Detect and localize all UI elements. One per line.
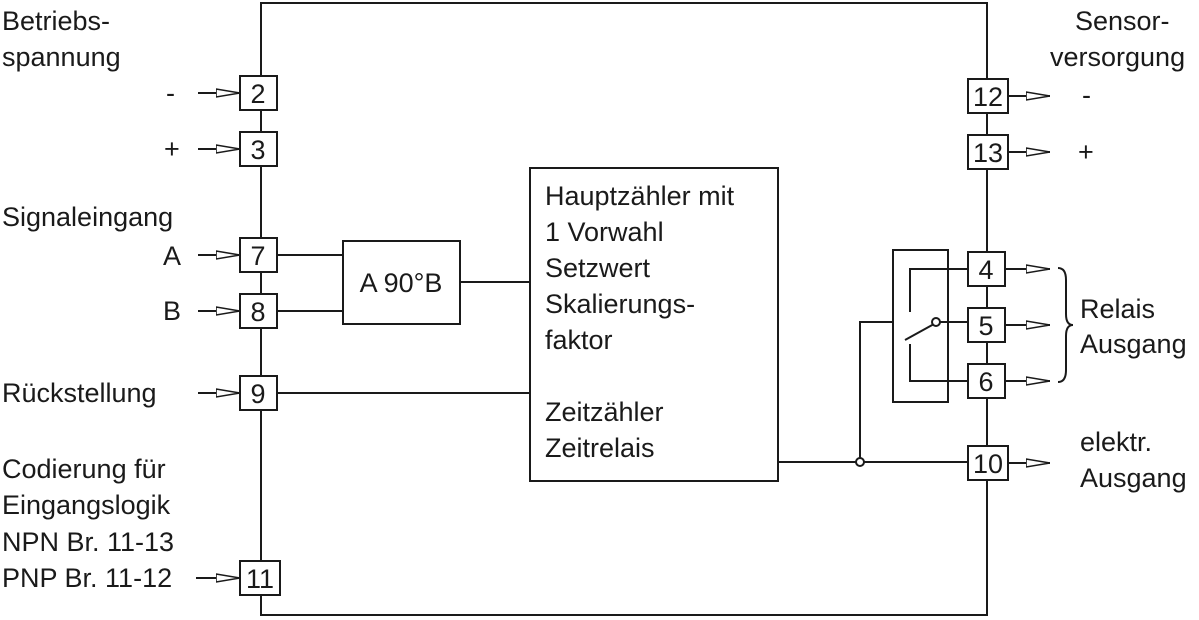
terminal-2 [239,75,278,111]
reset-label: Rückstellung [2,378,157,408]
relay-switch-blade [904,323,935,341]
elec-label-line1: elektr. [1080,427,1152,457]
elec-label-line2: Ausgang [1080,463,1187,493]
coding-line2: Eingangslogik [2,490,171,520]
counter-line5: faktor [545,325,613,355]
terminal-9-label: 9 [250,379,265,409]
input-b-label: B [163,296,181,326]
terminal-5-label: 5 [978,311,993,341]
terminal-12-label: 12 [973,82,1003,112]
relay-brace [1057,267,1074,383]
terminal-6 [967,363,1006,399]
sensor-title-line2: versorgung [1050,42,1185,72]
terminal-8-label: 8 [250,297,265,327]
relay-contact-6-wire [909,344,968,382]
counter-line8: Zeitrelais [545,433,655,463]
quadrature-block [342,240,461,325]
terminal-11 [239,560,281,596]
supply-title-line1: Betriebs- [2,6,110,36]
terminal-11-label: 11 [246,564,274,594]
counter-line1: Hauptzähler mit [545,181,735,211]
terminal-4-label: 4 [978,255,993,285]
terminal-7 [239,237,278,273]
terminal-10 [967,445,1009,481]
wire-junction-to-relay [859,321,893,462]
input-a-label: A [163,241,181,271]
relay-label-line1: Relais [1080,294,1155,324]
supply-title-line2: spannung [2,42,121,72]
relay-pivot-dot [931,317,941,327]
sensor-plus-label: + [1078,137,1094,167]
counter-line7: Zeitzähler [545,397,664,427]
coding-line1: Codierung für [2,454,166,484]
terminal-13-label: 13 [973,138,1003,168]
sensor-title-line1: Sensor- [1075,6,1170,36]
relay-contact-4-wire [909,268,968,312]
terminal-7-label: 7 [250,241,265,271]
terminal-2-label: 2 [250,79,265,109]
terminal-3-label: 3 [250,135,265,165]
sensor-minus-label: - [1082,80,1091,110]
coding-line4: PNP Br. 11-12 [2,563,172,593]
counter-line4: Skalierungs- [545,289,695,319]
counter-block [529,167,779,482]
supply-minus-label: - [166,78,175,108]
counter-line3: Setzwert [545,253,651,283]
signal-input-title: Signaleingang [2,202,173,232]
coding-line3: NPN Br. 11-13 [2,527,174,557]
terminal-6-label: 6 [978,367,993,397]
terminal-12 [967,78,1009,114]
quadrature-label: A 90°B [360,268,443,298]
supply-plus-label: + [164,134,180,164]
terminal-10-label: 10 [973,449,1003,479]
relay-label-line2: Ausgang [1080,329,1187,359]
relay-coil-box [892,249,949,403]
counter-line2: 1 Vorwahl [545,217,664,247]
junction-dot [855,457,865,467]
terminal-3 [239,131,278,167]
